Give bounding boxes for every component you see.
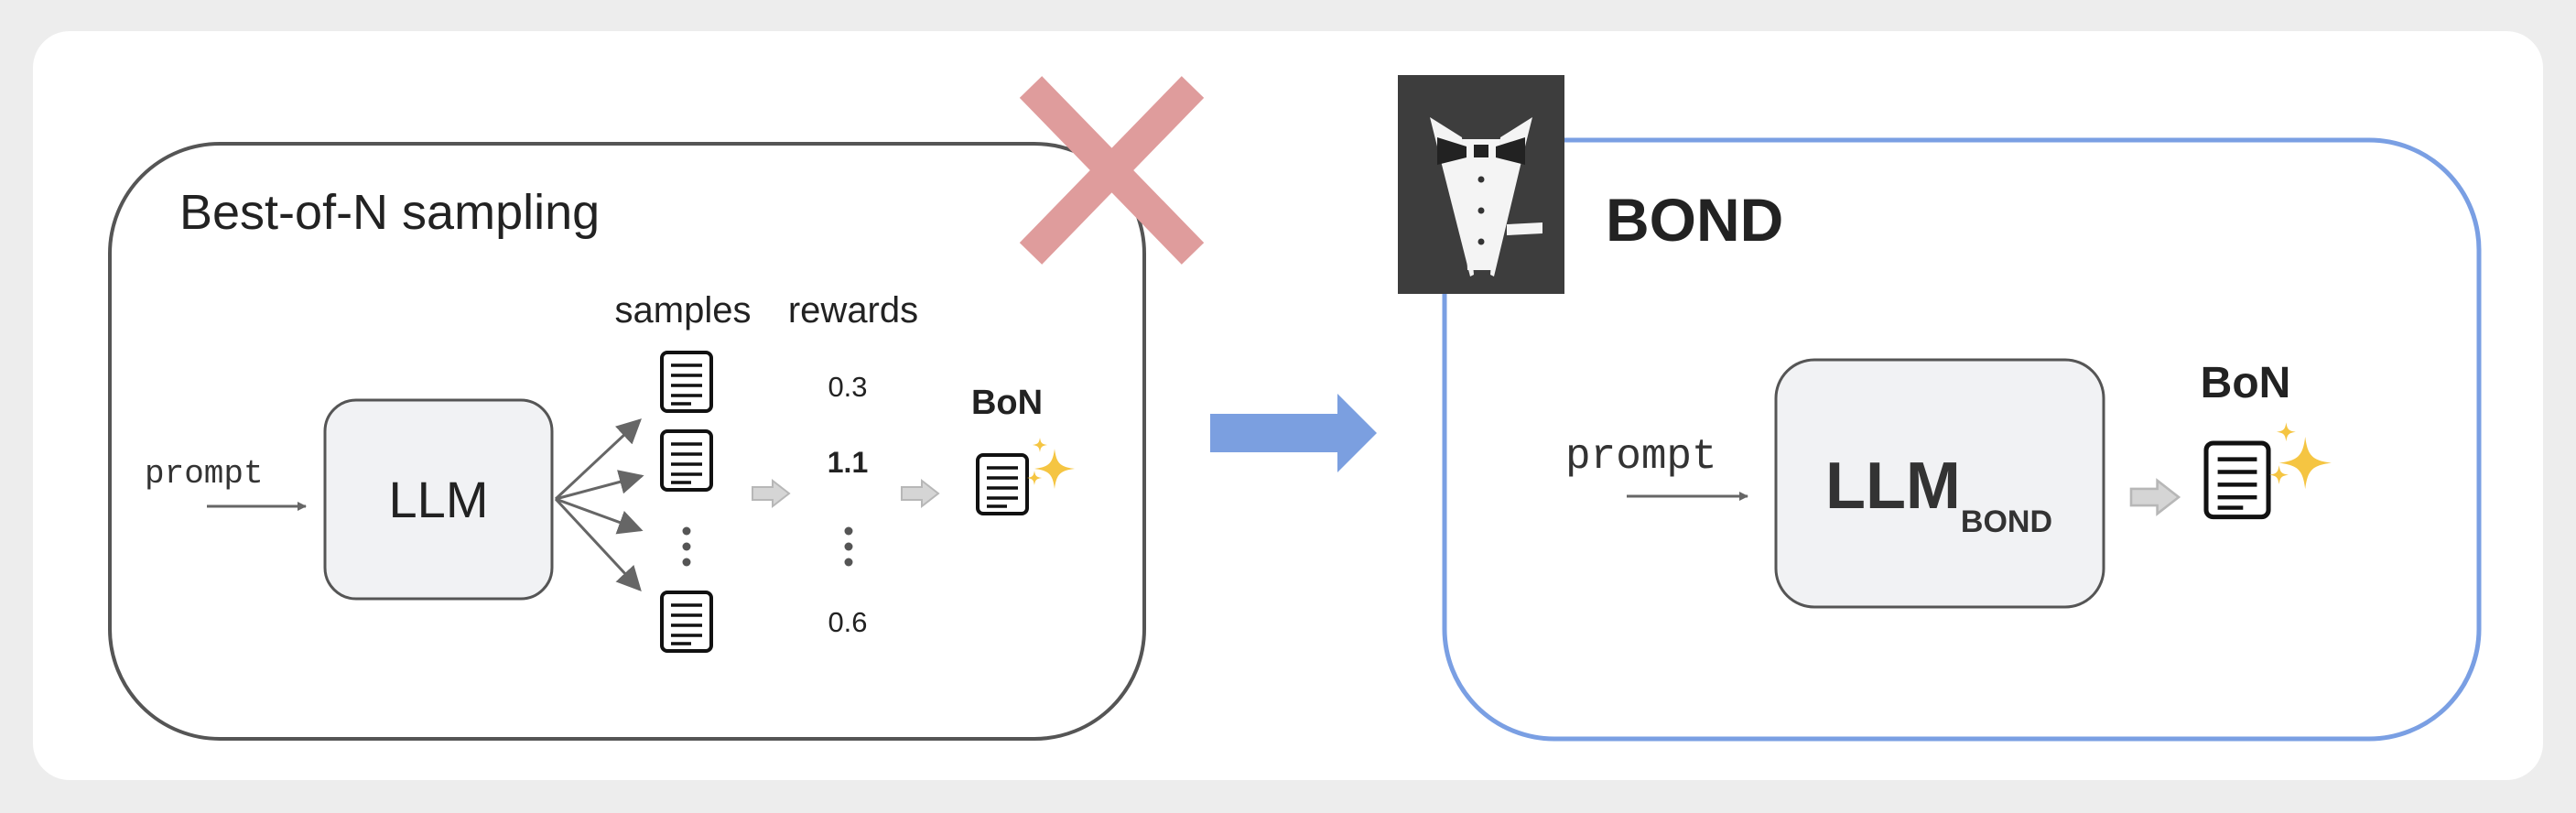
sample-document-icon-1 [660,351,713,413]
llm-bond-box [1774,358,2105,609]
bond-panel: BOND prompt LLMBOND BoN [1398,75,2482,742]
sample-document-icon-2 [660,429,713,492]
left-bon-label: BoN [971,384,1043,422]
llm-bond-label: LLMBOND [1825,450,2052,539]
samples-header: samples [615,290,752,331]
reward-value-1: 0.3 [828,371,867,403]
sample-document-icon-3 [660,591,713,653]
right-arrow-icon [1210,394,1377,472]
prompt-label: prompt [145,455,264,493]
samples-ellipsis [682,526,691,567]
llm-label: LLM [389,471,489,528]
left-panel-title: Best-of-N sampling [179,185,600,240]
reward-value-2: 1.1 [828,446,868,479]
llm-bond-subscript: BOND [1961,504,2052,539]
sample-arrow-1 [554,418,642,501]
rewards-header: rewards [788,290,918,331]
rewards-ellipsis [844,526,853,567]
right-bon-label: BoN [2201,359,2291,407]
bond-prompt-label: prompt [1565,433,1717,481]
right-panel-title: BOND [1606,186,1783,254]
llm-bond-main: LLM [1825,450,1961,523]
llm-box [323,398,554,601]
reward-value-3: 0.6 [828,606,867,638]
cross-icon [1019,76,1205,265]
tuxedo-icon [1398,75,1564,294]
bon-document-icon [976,453,1029,515]
best-of-n-panel: Best-of-N sampling prompt LLM samples re… [108,142,1146,741]
sample-arrow-4 [554,497,642,591]
sample-arrow-3 [555,497,644,535]
sample-arrow-2 [555,470,644,501]
bond-document-icon [2206,443,2268,517]
